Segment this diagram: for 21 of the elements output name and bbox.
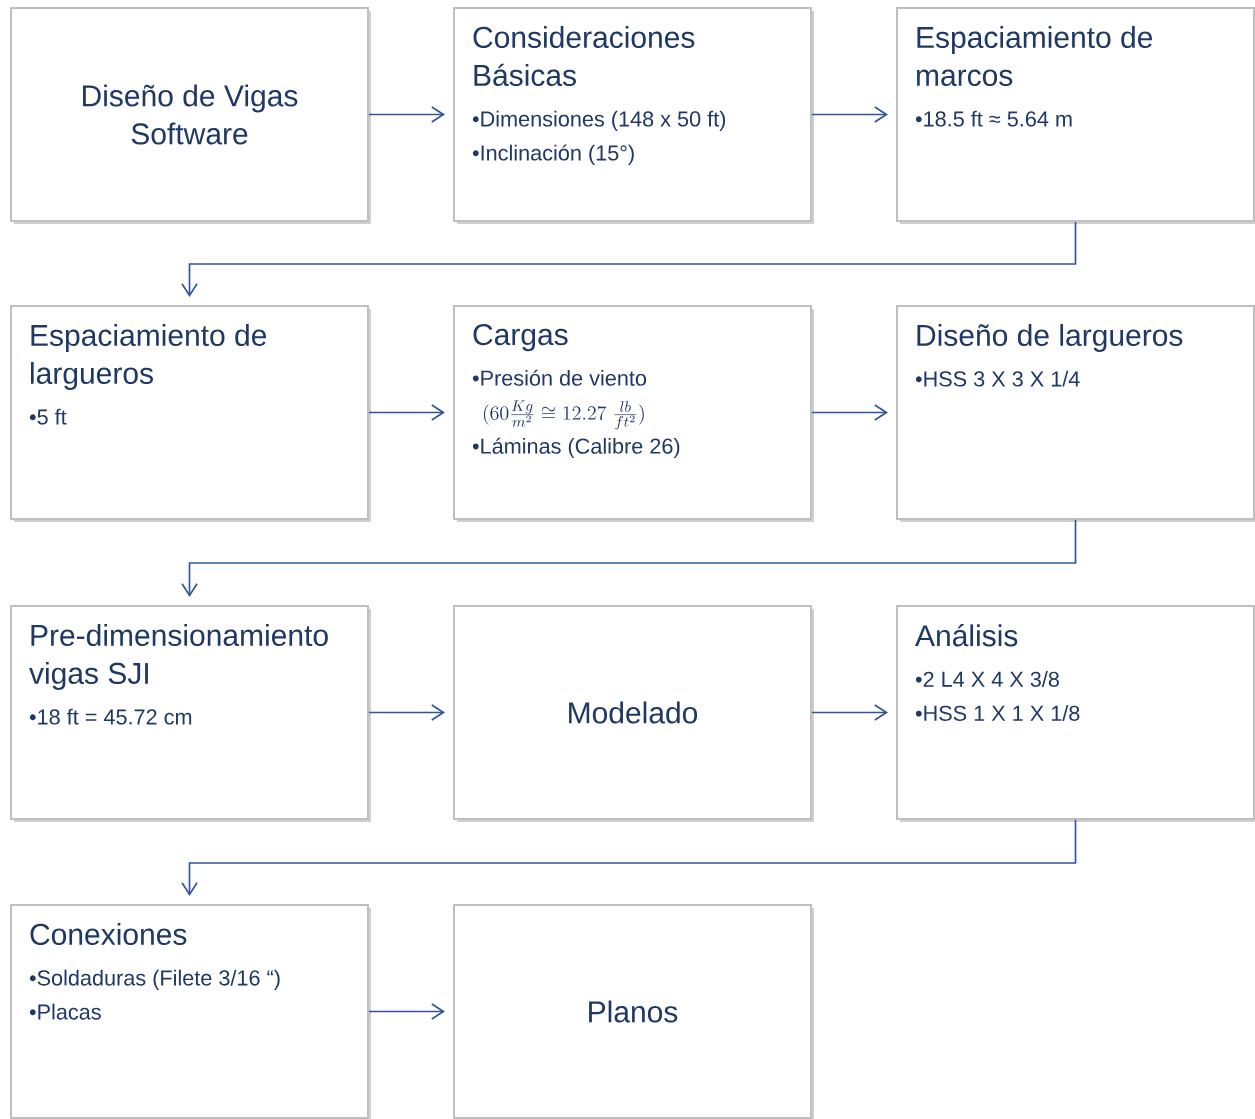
arrow	[368, 404, 445, 421]
process-box: Pre-dimensionamiento vigas SJI •18 ft = 45.72 cm	[10, 605, 371, 822]
process-box: Planos	[453, 904, 814, 1119]
arrow	[811, 404, 889, 421]
process-box: Modelado	[453, 605, 814, 822]
arrow	[181, 221, 1077, 297]
arrow	[181, 519, 1077, 597]
arrow	[811, 704, 889, 721]
process-box: Espaciamiento de marcos •18.5 ft ≈ 5.64 m	[896, 7, 1255, 224]
process-box: Diseño de Vigas Software	[10, 7, 371, 224]
process-box: Análisis •2 L4 X 4 X 3/8 •HSS 1 X 1 X 1/8	[896, 605, 1255, 822]
arrow	[368, 1003, 445, 1020]
arrow	[368, 106, 445, 123]
arrow	[181, 819, 1077, 896]
process-box: Conexiones •Soldaduras (Filete 3/16 “) •Placas	[10, 904, 371, 1119]
process-box: Consideraciones Básicas •Dimensiones (148 x 50 ft) •Inclinación (15°)	[453, 7, 814, 224]
process-box: Diseño de largueros •HSS 3 X 3 X 1/4	[896, 305, 1255, 522]
process-box: Espaciamiento de largueros •5 ft	[10, 305, 371, 522]
arrow	[368, 704, 445, 721]
process-box: Cargas •Presión de viento $(60\frac{Kg}{m^{2}}\cong 12.27\ \frac{lb}{ft^{2}})$ •Láminas (Calibre 26)	[453, 305, 814, 522]
arrow	[811, 106, 889, 123]
